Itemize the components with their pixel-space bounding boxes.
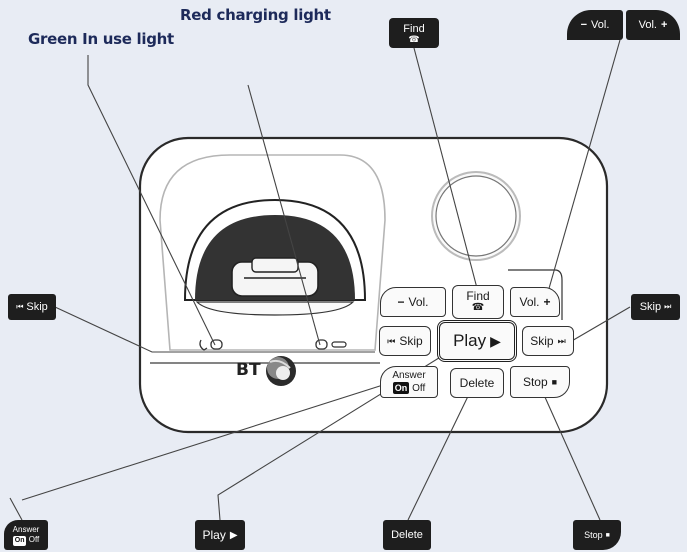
play-icon: ▶ (229, 529, 238, 541)
bt-logo (266, 356, 296, 386)
find-button[interactable]: Find ☎ (452, 285, 504, 319)
play-button[interactable]: Play ▶ (437, 320, 517, 362)
stop-button[interactable]: Stop ■ (510, 366, 570, 398)
stop-icon: ■ (551, 377, 558, 387)
skip-back-icon: ⏮ (16, 302, 24, 311)
vol-minus-button[interactable]: − Vol. (380, 287, 446, 317)
minus-icon: − (580, 19, 588, 31)
handset-icon: ☎ (471, 302, 485, 313)
minus-icon: − (397, 295, 405, 309)
answer-on-off-button[interactable]: Answer On Off (380, 366, 438, 398)
skip-forward-icon: ⏭ (557, 335, 566, 346)
skip-forward-icon: ⏭ (664, 302, 672, 311)
callout-play-button: Play ▶ (195, 520, 245, 550)
delete-button[interactable]: Delete (450, 368, 504, 398)
red-charging-light-label: Red charging light (180, 6, 331, 24)
charging-light (315, 339, 347, 350)
stop-icon: ■ (605, 531, 610, 539)
callout-vol-plus-button: Vol. + (626, 10, 680, 40)
plus-icon: + (543, 295, 551, 309)
leader-lines (9, 39, 631, 521)
vol-plus-button[interactable]: Vol. + (510, 287, 560, 317)
callout-answer-button: Answer On Off (4, 520, 48, 550)
callout-vol-minus-button: − Vol. (567, 10, 623, 40)
skip-forward-button[interactable]: Skip ⏭ (522, 326, 574, 356)
handset-icon: ☎ (408, 33, 420, 44)
callout-stop-button: Stop ■ (573, 520, 621, 550)
skip-back-button[interactable]: ⏮ Skip (379, 326, 431, 356)
callout-find-button: Find ☎ (389, 18, 439, 48)
plus-icon: + (660, 19, 668, 31)
handset-cradle-outline (159, 154, 386, 351)
skip-back-icon: ⏮ (387, 335, 396, 346)
green-in-use-light-label: Green In use light (28, 30, 174, 48)
callout-skip-forward-button: Skip ⏭ (631, 294, 680, 320)
play-icon: ▶ (490, 332, 501, 349)
callout-skip-back-button: ⏮ Skip (8, 294, 56, 320)
callout-delete-button: Delete (383, 520, 431, 550)
bt-logo-text: BT (236, 360, 261, 380)
